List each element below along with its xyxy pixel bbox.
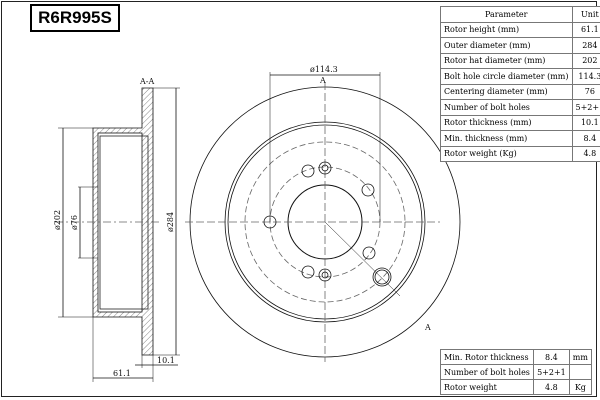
dim-bolt-circle: ø114.3 xyxy=(310,65,338,74)
param-value: 4.8 xyxy=(571,145,600,162)
section-label: A-A xyxy=(139,77,154,86)
summary-label: Min. Rotor thickness xyxy=(439,349,535,365)
table-row: Rotor thickness (mm)10.1 xyxy=(440,114,600,131)
param-label: Rotor weight (Kg) xyxy=(440,145,573,162)
param-value: 5+2+1 xyxy=(571,99,600,116)
param-value: 114.3 xyxy=(571,68,600,85)
table-row: Outer diameter (mm)284 xyxy=(440,37,600,54)
param-label: Outer diameter (mm) xyxy=(440,37,573,54)
summary-value: 5+2+1 xyxy=(533,364,570,380)
dim-center-diameter: ø76 xyxy=(70,215,79,230)
param-value: 284 xyxy=(571,37,600,54)
dim-hat-diameter: ø202 xyxy=(53,210,62,230)
dim-thickness: 10.1 xyxy=(157,356,175,365)
summary-unit: Kg xyxy=(568,379,593,395)
table-row: Rotor height (mm)61.1 xyxy=(440,21,600,38)
param-label: Min. thickness (mm) xyxy=(440,130,573,147)
param-label: Number of bolt holes xyxy=(440,99,573,116)
summary-unit xyxy=(568,364,593,380)
param-label: Rotor thickness (mm) xyxy=(440,114,573,131)
summary-label: Rotor weight xyxy=(439,379,535,395)
header-unit: Unit xyxy=(571,6,600,23)
param-label: Rotor hat diameter (mm) xyxy=(440,52,573,69)
summary-value: 8.4 xyxy=(533,349,570,365)
param-label: Rotor height (mm) xyxy=(440,21,573,38)
table-row: Min. thickness (mm)8.4 xyxy=(440,130,600,147)
front-view: ø114.3 A A xyxy=(185,65,461,362)
summary-value: 4.8 xyxy=(533,379,570,395)
param-label: Centering diameter (mm) xyxy=(440,83,573,100)
param-value: 10.1 xyxy=(571,114,600,131)
table-row: Bolt hole circle diameter (mm)114.3 xyxy=(440,68,600,85)
param-value: 76 xyxy=(571,83,600,100)
param-value: 61.1 xyxy=(571,21,600,38)
summary-label: Number of bolt holes xyxy=(439,364,535,380)
summary-unit: mm xyxy=(568,349,593,365)
section-view: A-A ø202 ø76 ø284 61.1 10.1 xyxy=(53,77,180,382)
view-label-bottom: A xyxy=(424,323,431,332)
param-value: 8.4 xyxy=(571,130,600,147)
table-row: Centering diameter (mm)76 xyxy=(440,83,600,100)
dim-height: 61.1 xyxy=(113,369,131,378)
param-label: Bolt hole circle diameter (mm) xyxy=(440,68,573,85)
param-value: 202 xyxy=(571,52,600,69)
dim-outer-diameter: ø284 xyxy=(166,212,175,232)
view-label-top: A xyxy=(319,76,326,85)
table-row: Rotor hat diameter (mm)202 xyxy=(440,52,600,69)
table-row: Rotor weight (Kg)4.8 xyxy=(440,145,600,162)
header-parameter: Parameter xyxy=(440,6,573,23)
part-number-title: R6R995S xyxy=(30,4,120,32)
